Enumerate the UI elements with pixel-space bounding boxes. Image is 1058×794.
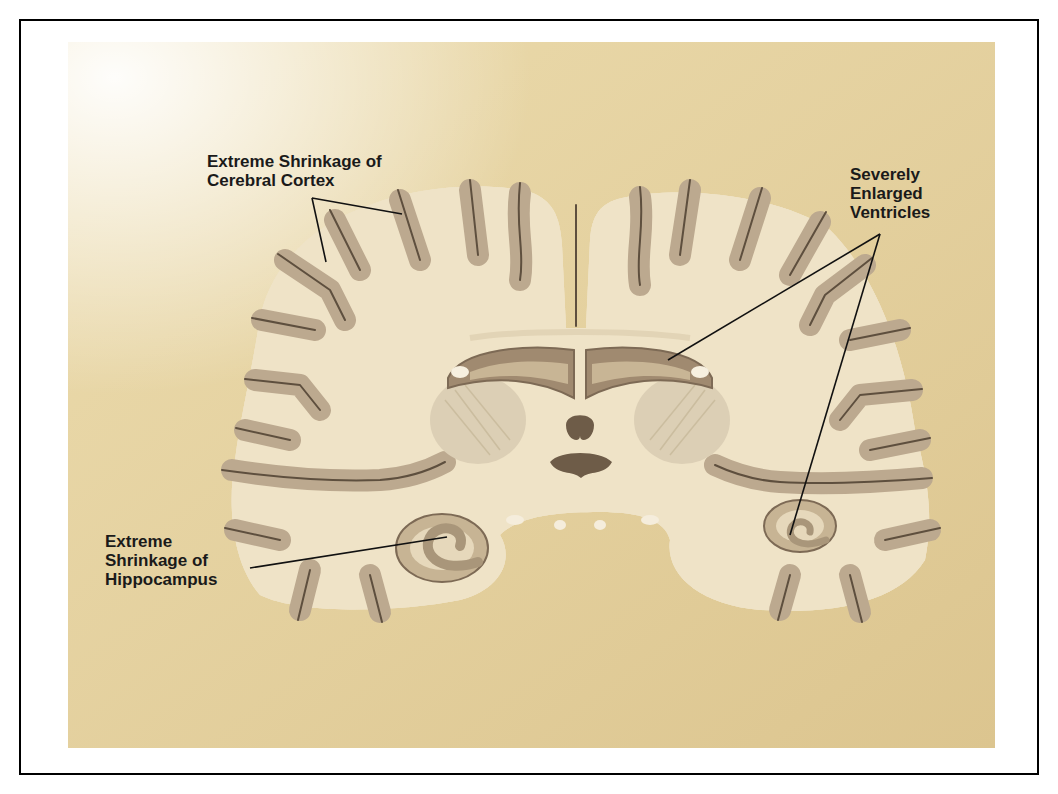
hippocampus xyxy=(428,528,478,566)
white-spot xyxy=(691,366,709,378)
hippocampus xyxy=(790,522,826,544)
callout-label: Severely Enlarged Ventricles xyxy=(850,165,955,222)
third-ventricle xyxy=(550,453,612,478)
leader-line xyxy=(250,537,447,568)
label-holder: Extreme Shrinkage of Cerebral Cortex xyxy=(207,152,412,190)
cortex-edge xyxy=(232,186,929,610)
lateral-ventricle xyxy=(586,348,712,398)
basal-ganglia xyxy=(634,376,730,464)
background-glow xyxy=(68,42,995,748)
leader-line xyxy=(312,198,402,214)
corpus-callosum xyxy=(470,332,690,338)
leader-line xyxy=(790,234,880,535)
background-panel xyxy=(68,42,995,748)
leader-lines xyxy=(250,198,880,568)
third-ventricle xyxy=(566,415,594,440)
sulci-bands xyxy=(232,190,930,612)
striations xyxy=(445,385,715,455)
callout-label: Extreme Shrinkage of Hippocampus xyxy=(105,532,233,589)
lateral-ventricle xyxy=(448,348,574,398)
temporal-horn xyxy=(396,514,488,582)
brain-section xyxy=(222,180,940,622)
callout-label: Extreme Shrinkage of Cerebral Cortex xyxy=(207,152,412,190)
page-frame xyxy=(20,20,1038,774)
leader-line xyxy=(312,198,326,262)
basal-ganglia xyxy=(430,376,526,464)
cortex-band xyxy=(232,186,929,610)
white-spots xyxy=(506,515,659,530)
horn-highlight xyxy=(776,510,824,542)
white-spot xyxy=(451,366,469,378)
ventricle-shading xyxy=(592,362,690,384)
temporal-horn xyxy=(764,500,836,552)
ventricle-shading xyxy=(470,362,568,384)
label-holder: Extreme Shrinkage of Hippocampus xyxy=(105,532,233,589)
label-holder: Severely Enlarged Ventricles xyxy=(850,165,955,222)
brain-outline xyxy=(232,186,929,610)
sulci-creases xyxy=(222,180,940,622)
